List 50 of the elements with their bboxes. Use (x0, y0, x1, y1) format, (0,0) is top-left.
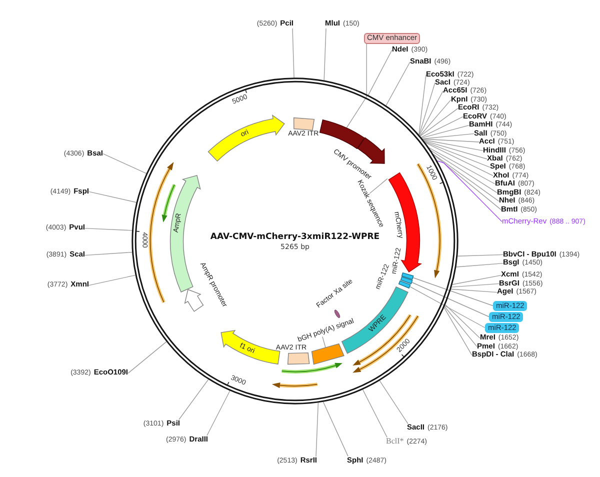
leader-line (206, 390, 230, 436)
leader-line (444, 306, 478, 348)
leader-line (421, 124, 470, 138)
leader-line (362, 389, 388, 438)
plasmid-name: AAV-CMV-mCherry-3xmiR122-WPRE (210, 232, 380, 242)
leader-line (424, 140, 488, 160)
leader-line (322, 336, 326, 348)
leader-line (292, 28, 294, 78)
leader-line (424, 142, 494, 176)
leader-line (316, 402, 319, 457)
leader-line (386, 62, 410, 106)
leader-line (418, 82, 436, 136)
leader-line (322, 401, 348, 457)
leader-line (457, 254, 504, 256)
leader-line (452, 274, 502, 285)
leader-line (420, 108, 458, 136)
leader-line (422, 139, 484, 152)
leader-line (432, 154, 500, 202)
leader-line (411, 282, 490, 318)
leader-line (102, 153, 147, 174)
leader-line (84, 228, 132, 231)
leader-line (450, 288, 498, 293)
leader-line (88, 191, 137, 203)
leader-line (445, 304, 480, 339)
leader-line (419, 90, 444, 136)
leader-line (368, 50, 392, 96)
leader-line (379, 380, 408, 424)
leader-line (428, 147, 496, 184)
leader-line (451, 283, 500, 288)
leader-line (436, 160, 502, 222)
enzyme-name: BclI* (386, 437, 404, 446)
leader-line (422, 138, 480, 142)
leader-line (128, 341, 167, 374)
leader-line (430, 150, 498, 194)
leader-line (418, 74, 426, 135)
leader-line (444, 307, 472, 356)
leader-line (412, 277, 494, 306)
leader-line (178, 379, 209, 420)
leader-line (84, 252, 132, 256)
leader-line (456, 262, 504, 268)
leader-line (369, 178, 388, 194)
leader-line (420, 116, 464, 138)
leader-line (422, 133, 474, 140)
leader-line (409, 286, 486, 328)
leader-line (88, 274, 136, 286)
leader-line (420, 99, 452, 136)
leader-line (433, 154, 502, 210)
leader-line (324, 28, 326, 81)
leader-line (424, 141, 490, 168)
leader-line (346, 43, 367, 128)
